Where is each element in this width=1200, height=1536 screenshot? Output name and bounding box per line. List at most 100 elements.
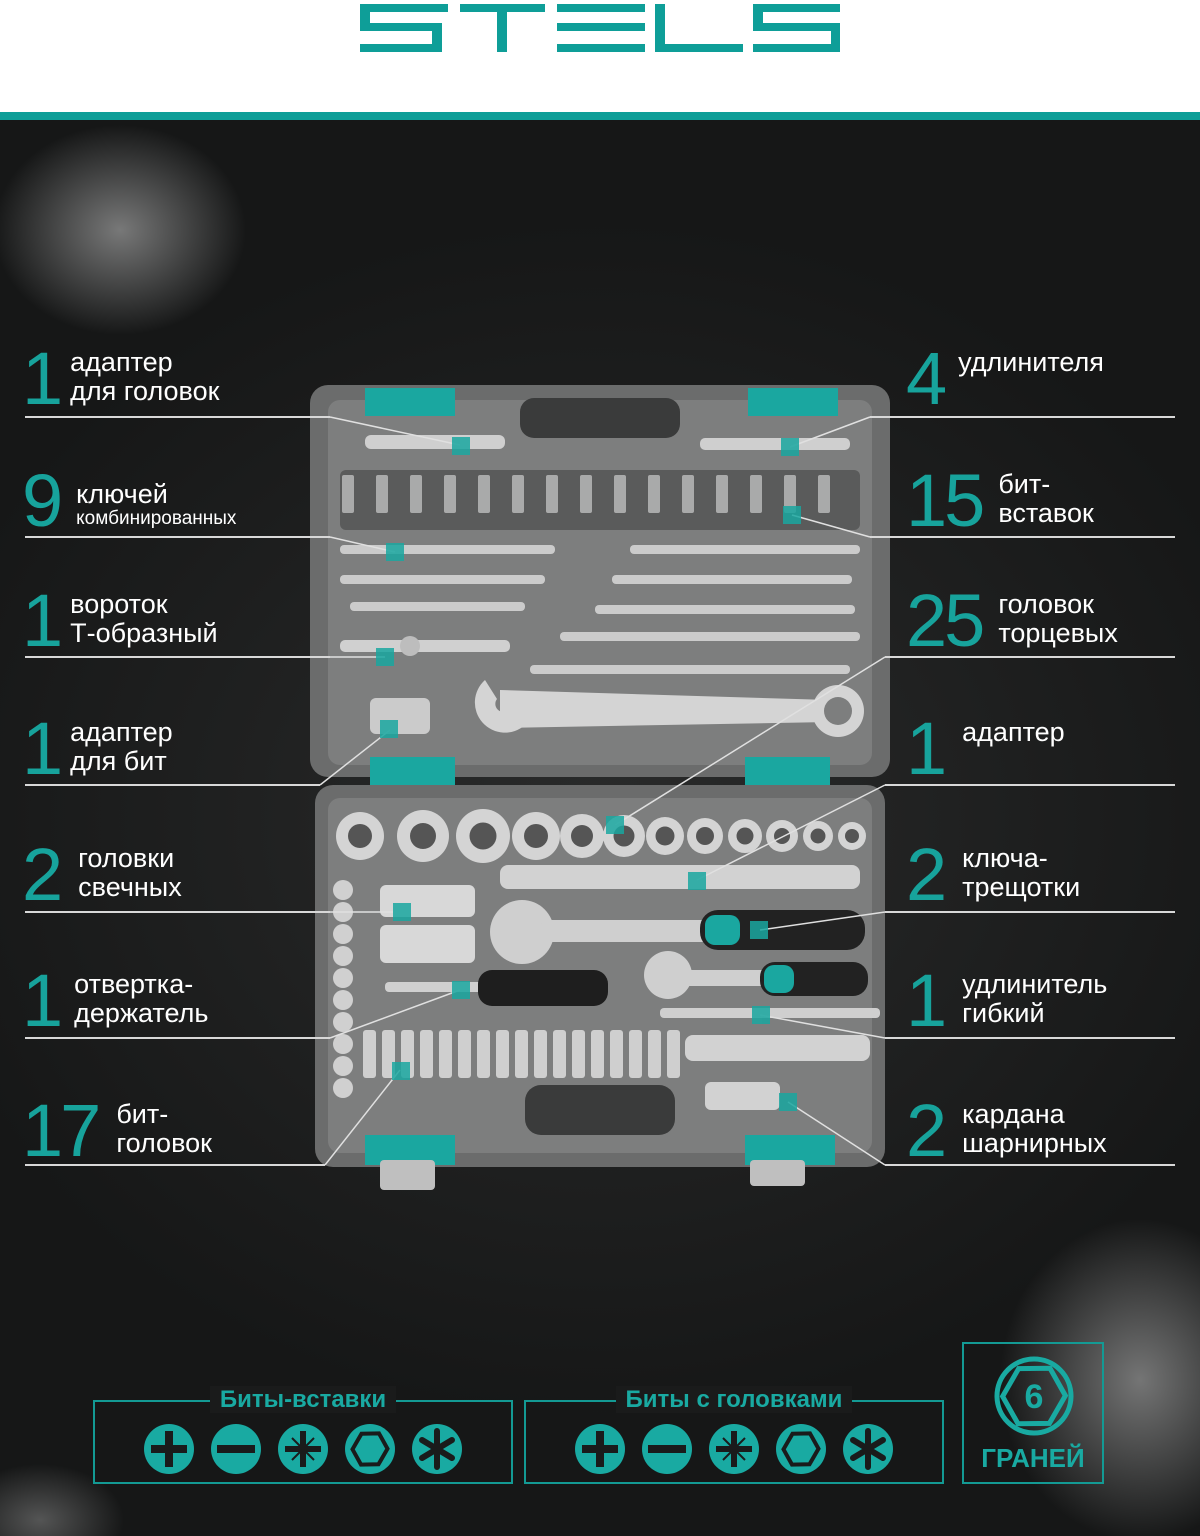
count: 15: [906, 459, 985, 542]
count: 2: [22, 833, 63, 916]
count: 1: [906, 959, 947, 1042]
marker-squares: [376, 437, 801, 1111]
bit-socket: [477, 1030, 490, 1078]
bit-insert: [648, 475, 660, 513]
label-line: бит-: [998, 469, 1051, 499]
divider: [885, 1037, 1175, 1039]
socket-hole: [810, 828, 826, 844]
bit-inserts-box: Биты-вставки: [93, 1386, 513, 1484]
label-line: для бит: [70, 746, 167, 776]
label-line: ключей: [76, 479, 168, 509]
label-line: адаптер: [70, 717, 173, 747]
count: 1: [22, 959, 63, 1042]
connector-lines: [319, 416, 886, 1166]
slotted-icon: [211, 1424, 261, 1474]
bit-insert: [376, 475, 388, 513]
pozidriv-icon: [278, 1424, 328, 1474]
count: 2: [906, 833, 947, 916]
bit-socket: [363, 1030, 376, 1078]
bit-socket: [648, 1030, 661, 1078]
bit-insert: [614, 475, 626, 513]
socket-hole: [845, 829, 859, 843]
wrench: [595, 605, 855, 614]
divider: [885, 784, 1175, 786]
faces-label: ГРАНЕЙ: [981, 1443, 1085, 1473]
label-line: адаптер: [962, 717, 1065, 747]
socket-hole: [736, 827, 754, 845]
bit-insert: [342, 475, 354, 513]
label-line: для головок: [70, 376, 220, 406]
label-line: торцевых: [998, 618, 1118, 648]
torx-icon: [843, 1424, 893, 1474]
label-line: гибкий: [962, 998, 1045, 1028]
torx-icon: [412, 1424, 462, 1474]
socket-hole: [348, 824, 372, 848]
wrench: [612, 575, 852, 584]
header-divider: [0, 112, 1200, 120]
six-faces-badge: 6 ГРАНЕЙ: [962, 1342, 1104, 1484]
bit-socket: [667, 1030, 680, 1078]
bit-type-icons: [95, 1424, 511, 1474]
divider: [25, 536, 330, 538]
label-line: удлинитель: [962, 969, 1108, 999]
small-socket: [333, 1012, 353, 1032]
bit-type-icons: [526, 1424, 942, 1474]
count: 9: [22, 459, 63, 542]
phillips-icon: [144, 1424, 194, 1474]
count: 25: [906, 579, 985, 662]
divider: [25, 784, 320, 786]
wrench: [560, 632, 860, 641]
bit-socket: [420, 1030, 433, 1078]
socket-hole: [469, 822, 497, 850]
wrench: [630, 545, 860, 554]
divider: [25, 1164, 325, 1166]
bit-insert: [580, 475, 592, 513]
slotted-icon: [642, 1424, 692, 1474]
divider: [25, 1037, 330, 1039]
label-line: Т-образный: [70, 618, 218, 648]
label-line: ключа-: [962, 843, 1048, 873]
socket-hole: [655, 826, 675, 846]
wrench: [340, 575, 545, 584]
small-socket: [333, 946, 353, 966]
small-socket: [333, 880, 353, 900]
bit-socket: [534, 1030, 547, 1078]
small-socket: [333, 924, 353, 944]
bit-insert: [478, 475, 490, 513]
bit-insert: [444, 475, 456, 513]
small-socket: [333, 1056, 353, 1076]
box-title: Биты-вставки: [209, 1386, 397, 1413]
divider: [25, 911, 330, 913]
case-top-half: [310, 385, 890, 785]
label-line: держатель: [74, 998, 209, 1028]
count: 17: [22, 1089, 101, 1172]
bit-socket: [458, 1030, 471, 1078]
bit-socket: [591, 1030, 604, 1078]
bit-sockets-box: Биты с головками: [524, 1386, 944, 1484]
bit-socket: [515, 1030, 528, 1078]
label-line: свечных: [78, 872, 182, 902]
phillips-icon: [575, 1424, 625, 1474]
label-line: головок: [116, 1128, 212, 1158]
count: 4: [906, 337, 947, 420]
label-line: шарнирных: [962, 1128, 1107, 1158]
divider: [885, 911, 1175, 913]
bit-socket: [610, 1030, 623, 1078]
case-bottom-half: [315, 785, 885, 1190]
divider: [25, 416, 330, 418]
label-line: головки: [78, 843, 175, 873]
small-socket: [333, 990, 353, 1010]
divider: [870, 536, 1175, 538]
label-line: головок: [998, 589, 1094, 619]
bit-insert: [410, 475, 422, 513]
small-socket: [333, 1034, 353, 1054]
count: 1: [22, 707, 63, 790]
